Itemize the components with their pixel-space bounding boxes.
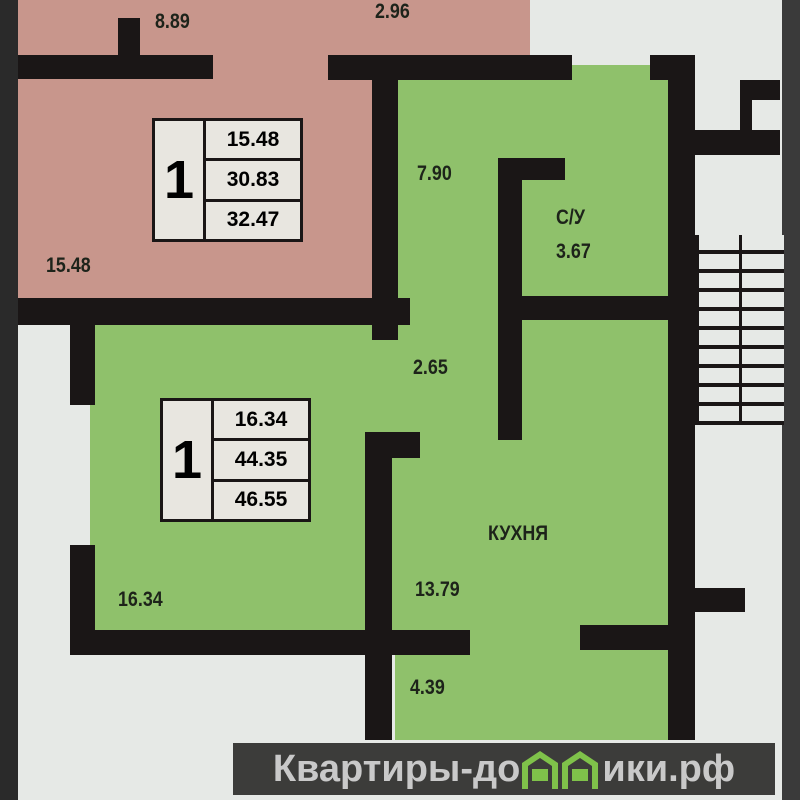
living-area-label: 16.34	[118, 588, 163, 611]
wall	[740, 80, 752, 135]
net-area: 30.83	[206, 161, 300, 202]
photo-edge-right	[782, 0, 800, 800]
total-area: 32.47	[226, 208, 280, 232]
wall	[70, 630, 470, 655]
watermark-text-start: Квартиры-до	[272, 747, 521, 790]
kitchen-name-label: КУХНЯ	[488, 522, 549, 545]
wall	[695, 588, 745, 612]
staircase	[695, 235, 784, 425]
living-area: 15.48	[206, 121, 300, 162]
bathroom-area-label: 3.67	[556, 240, 591, 263]
wall	[328, 55, 572, 80]
house-logo-icon	[522, 751, 599, 789]
lower-apartment-info-box: 1 16.34 44.35 46.55	[160, 398, 311, 522]
wall	[498, 296, 690, 320]
bathroom-name-label: С/У	[556, 206, 585, 229]
wall	[668, 55, 695, 740]
room-count: 1	[155, 121, 206, 239]
hall-area-label: 7.90	[417, 162, 452, 185]
wall	[650, 55, 695, 80]
wall	[580, 625, 670, 650]
wall	[365, 432, 392, 740]
wall	[70, 320, 95, 405]
wall	[18, 55, 213, 79]
balcony-area-label: 4.39	[410, 676, 445, 699]
corridor-area-label: 2.65	[413, 356, 448, 379]
watermark-text-end: ики.рф	[602, 747, 736, 790]
upper-apartment-info-box: 1 15.48 30.83 32.47	[152, 118, 303, 242]
room-area-label: 15.48	[46, 254, 91, 277]
wall	[372, 55, 398, 340]
room-area-label: 2.96	[375, 0, 410, 23]
total-area: 46.55	[234, 488, 288, 512]
room-area-label: 8.89	[155, 10, 190, 33]
net-area: 44.35	[214, 441, 308, 482]
photo-edge-left	[0, 0, 18, 800]
wall	[118, 18, 140, 58]
room-count: 1	[163, 401, 214, 519]
wall	[498, 158, 565, 180]
wall	[365, 432, 420, 458]
wall	[695, 130, 780, 155]
watermark: Квартиры-до ики.рф	[233, 743, 775, 795]
living-area: 16.34	[214, 401, 308, 442]
kitchen-area-label: 13.79	[415, 578, 460, 601]
